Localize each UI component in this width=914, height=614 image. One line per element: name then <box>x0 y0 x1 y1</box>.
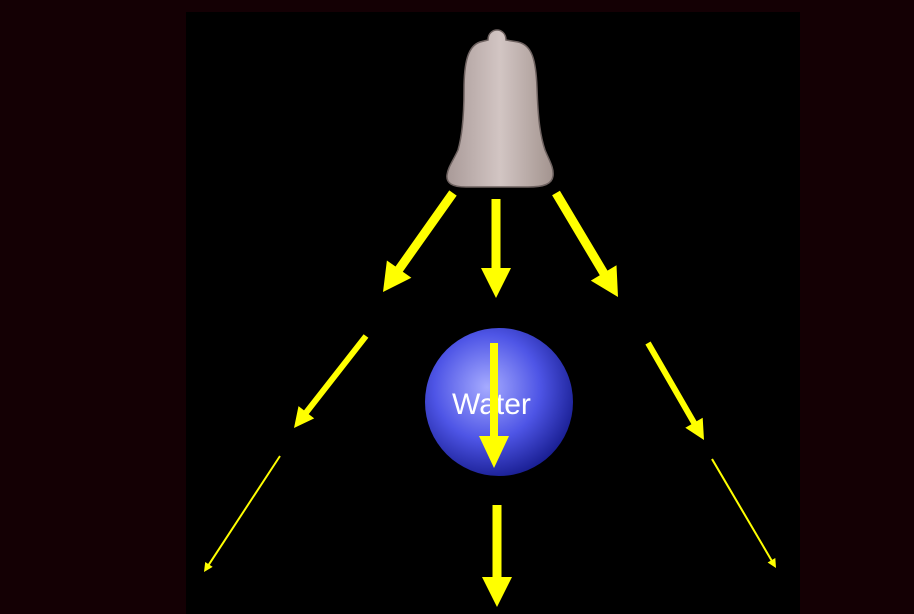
arrow-left-2 <box>294 334 369 428</box>
arrow-left-3 <box>204 455 281 572</box>
arrow-right-2 <box>645 341 704 440</box>
arrow-left-1 <box>383 190 457 292</box>
arrow-center-1 <box>481 199 511 298</box>
arrow-center-3 <box>482 505 512 607</box>
water-sphere-icon <box>425 328 573 476</box>
sound-wave-arrows <box>204 190 776 607</box>
arrow-right-1 <box>552 190 618 297</box>
arrow-right-3 <box>711 458 776 568</box>
probe-icon <box>446 29 554 188</box>
arrow-center-2 <box>479 343 509 468</box>
